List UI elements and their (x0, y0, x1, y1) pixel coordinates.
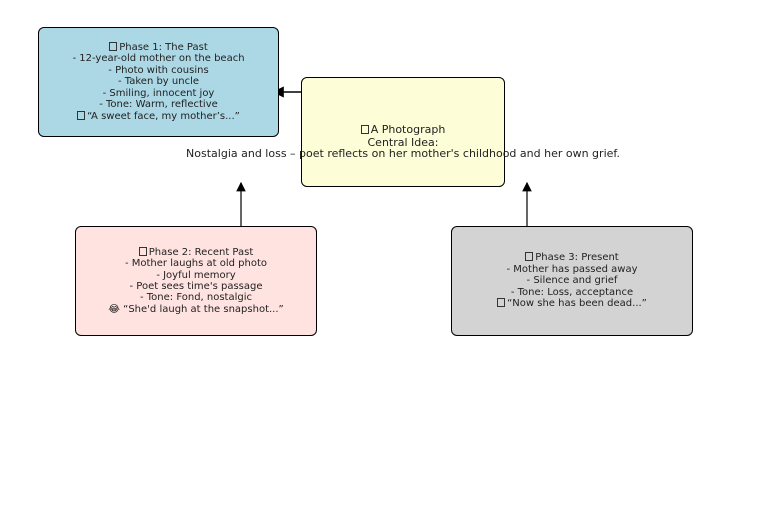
central-idea-text: Nostalgia and loss – poet reflects on he… (186, 147, 620, 160)
sad-icon (525, 252, 534, 262)
phase2-line: - Joyful memory (156, 269, 236, 281)
hourglass-icon (109, 42, 118, 52)
phase3-title-row: Phase 3: Present (525, 252, 619, 264)
phase1-line: - Taken by uncle (117, 76, 200, 88)
phase2-box: Phase 2: Recent Past - Mother laughs at … (75, 226, 317, 336)
laugh-emoji-icon: 😂 (108, 303, 124, 315)
phase3-quote: “Now she has been dead...” (507, 298, 647, 310)
smile-icon (138, 246, 147, 256)
phase1-quote: “A sweet face, my mother’s...” (87, 110, 240, 122)
center-label: Central Idea: (367, 136, 439, 149)
phase3-box: Phase 3: Present - Mother has passed awa… (451, 226, 693, 336)
quote-icon (497, 298, 506, 308)
phase1-line: - Photo with cousins (108, 64, 209, 76)
phase2-quote: “She'd laugh at the snapshot...” (123, 303, 284, 315)
phase2-quote-row: 😂 “She'd laugh at the snapshot...” (108, 304, 283, 315)
phase2-line: - Tone: Fond, nostalgic (139, 292, 253, 304)
phase1-box: Phase 1: The Past - 12-year-old mother o… (38, 27, 279, 137)
phase3-line: - Silence and grief (526, 275, 618, 287)
photo-icon (360, 125, 369, 134)
center-title: A Photograph (370, 123, 446, 136)
phase3-line: - Mother has passed away (506, 263, 638, 275)
quote-icon (77, 110, 86, 120)
phase1-title: Phase 1: The Past (119, 42, 208, 54)
phase1-line: - Tone: Warm, reflective (99, 99, 218, 111)
phase3-line: - Tone: Loss, acceptance (510, 286, 634, 298)
phase2-title: Phase 2: Recent Past (148, 246, 254, 258)
phase1-line: - Smiling, innocent joy (102, 87, 215, 99)
central-idea-box: A Photograph Central Idea: (301, 77, 505, 187)
phase2-title-row: Phase 2: Recent Past (138, 246, 254, 258)
phase2-line: - Mother laughs at old photo (124, 258, 268, 270)
phase3-title: Phase 3: Present (535, 252, 619, 264)
phase2-line: - Poet sees time's passage (129, 281, 263, 292)
phase1-title-row: Phase 1: The Past (109, 42, 208, 53)
center-title-row: A Photograph (360, 123, 446, 136)
phase1-line: - 12-year-old mother on the beach (72, 53, 245, 65)
phase1-quote-row: “A sweet face, my mother’s...” (77, 110, 240, 122)
phase3-quote-row: “Now she has been dead...” (497, 298, 647, 309)
